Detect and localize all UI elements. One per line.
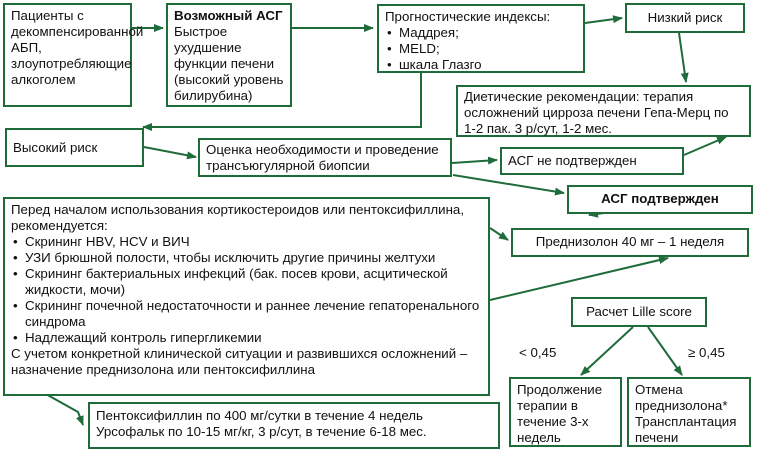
biopsy-text: Оценка необходимости и проведение трансъ… [206, 142, 439, 173]
screening-item: Скрининг почечной недостаточности и ранн… [11, 298, 482, 330]
prognostic-list: Маддрея; MELD; шкала Глазго [385, 25, 577, 73]
screening-item: Скрининг HBV, HCV и ВИЧ [11, 234, 482, 250]
label-less-than: < 0,45 [519, 345, 557, 360]
pentoxifylline-line2: Урсофальк по 10-15 мг/кг, 3 р/сут, в теч… [96, 424, 427, 439]
arrow-lille-to-continue [580, 326, 634, 376]
screening-outro: С учетом конкретной клинической ситуации… [11, 346, 468, 377]
high-risk-text: Высокий риск [13, 140, 98, 155]
arrow-screening-to-lille [489, 256, 669, 301]
prognostic-title: Прогностические индексы: [385, 9, 551, 24]
prognostic-item: MELD; [385, 41, 577, 57]
lille-score-text: Расчет Lille score [586, 304, 692, 319]
box-possible-asg: Возможный АСГ Быстрое ухудшение функции … [166, 3, 292, 107]
arrow-low-risk-to-diet [678, 32, 689, 83]
prednisolone-text: Преднизолон 40 мг – 1 неделя [535, 234, 725, 249]
arrow-screening-to-pentoxifylline [43, 392, 84, 426]
label-greater-equal: ≥ 0,45 [688, 345, 725, 360]
arrow-lille-to-cancel [647, 326, 683, 376]
screening-item: Скрининг бактериальных инфекций (бак. по… [11, 266, 482, 298]
asg-not-confirmed-text: АСГ не подтвержден [508, 153, 637, 168]
screening-item: Надлежащий контроль гипергликемии [11, 330, 482, 346]
arrow-screening-to-prednisolone [489, 227, 509, 241]
box-asg-confirmed: АСГ подтвержден [567, 185, 753, 214]
screening-item: УЗИ брюшной полости, чтобы исключить дру… [11, 250, 482, 266]
arrow-high-risk-to-biopsy [143, 146, 197, 160]
arrow-not-confirmed-to-diet [683, 136, 727, 156]
box-screening: Перед началом использования кортикостеро… [3, 197, 490, 396]
prognostic-item: Маддрея; [385, 25, 577, 41]
low-risk-text: Низкий риск [647, 10, 723, 25]
continue-therapy-text: Продолжение терапии в течение 3-х недель [517, 382, 603, 445]
screening-list: Скрининг HBV, HCV и ВИЧ УЗИ брюшной поло… [11, 234, 482, 346]
diet-text: Диетические рекомендации: терапия осложн… [464, 89, 729, 136]
pentoxifylline-line1: Пентоксифиллин по 400 мг/сутки в течение… [96, 408, 423, 423]
box-cancel-prednisolone: Отмена преднизолона* Трансплантация пече… [627, 377, 751, 447]
box-diet: Диетические рекомендации: терапия осложн… [456, 85, 751, 137]
cancel-prednisolone-text: Отмена преднизолона* Трансплантация пече… [635, 382, 737, 445]
arrow-biopsy-to-confirmed [452, 174, 565, 196]
asg-confirmed-text: АСГ подтвержден [601, 191, 719, 206]
box-prognostic-indices: Прогностические индексы: Маддрея; MELD; … [377, 4, 585, 73]
box-low-risk: Низкий риск [625, 3, 745, 33]
box-lille-score: Расчет Lille score [571, 297, 707, 327]
box-high-risk: Высокий риск [5, 128, 144, 167]
arrow-biopsy-to-not-confirmed [451, 156, 498, 165]
box-continue-therapy: Продолжение терапии в течение 3-х недель [509, 377, 622, 447]
possible-asg-title: Возможный АСГ [174, 8, 283, 23]
arrow-prognostic-to-low-risk [584, 15, 623, 24]
prognostic-item: шкала Глазго [385, 57, 577, 73]
box-biopsy: Оценка необходимости и проведение трансъ… [198, 138, 452, 177]
box-patients: Пациенты с декомпенсированной АБП, злоуп… [3, 3, 143, 107]
box-asg-not-confirmed: АСГ не подтвержден [500, 147, 684, 175]
box-prednisolone: Преднизолон 40 мг – 1 неделя [511, 228, 749, 257]
box-pentoxifylline: Пентоксифиллин по 400 мг/сутки в течение… [88, 402, 500, 449]
screening-intro: Перед началом использования кортикостеро… [11, 202, 465, 233]
possible-asg-body: Быстрое ухудшение функции печени (высоки… [174, 24, 284, 103]
patients-text: Пациенты с декомпенсированной АБП, злоуп… [11, 8, 144, 87]
